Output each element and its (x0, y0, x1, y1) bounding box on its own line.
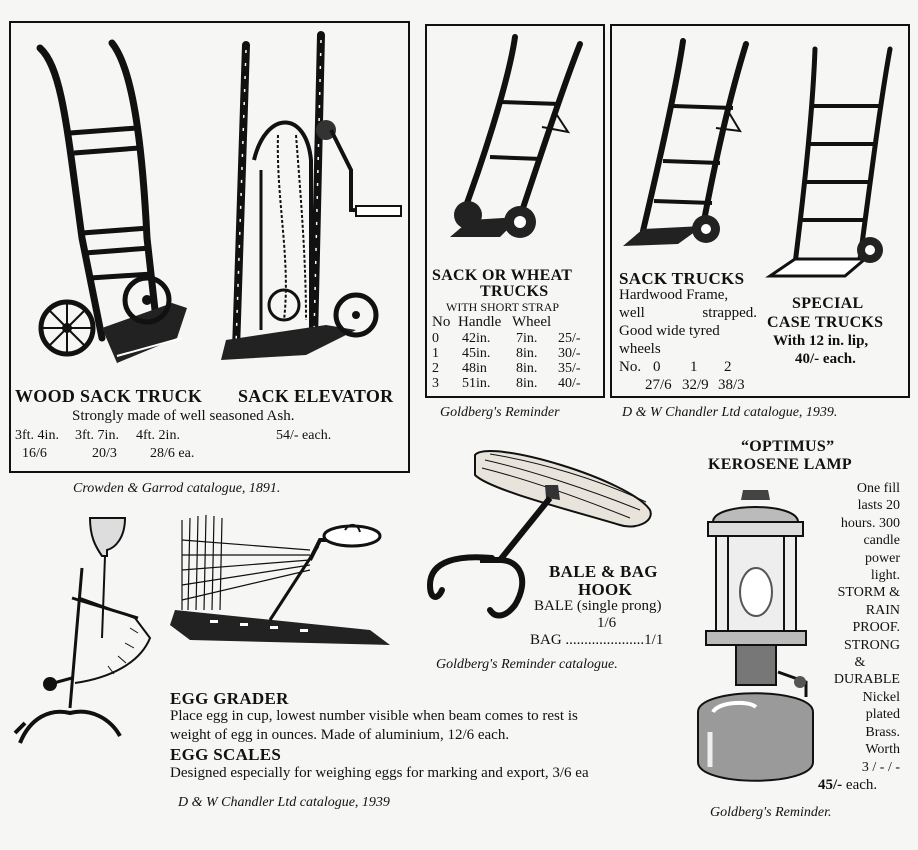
price-2: 20/3 (92, 446, 117, 461)
lamp-price: 45/- each. (818, 777, 878, 793)
size-3: 4ft. 2in. (136, 428, 180, 443)
sack-trucks-desc-3: Good wide tyred (619, 323, 720, 339)
sack-wheat-truck-illustration (450, 34, 583, 238)
lamp-description: One fill lasts 20 hours. 300 candle powe… (833, 481, 900, 775)
sack-truck-description: Strongly made of well seasoned Ash. (72, 408, 295, 424)
egg-grader-desc-1: Place egg in cup, lowest number visible … (170, 708, 578, 724)
sack-truck-illustration (623, 38, 749, 246)
caption-goldbergs-reminder-1: Goldberg's Reminder (440, 405, 560, 420)
panel-sack-wheat-trucks (425, 24, 605, 398)
special-case-desc: With 12 in. lip, (773, 333, 869, 349)
table-header-no: No (432, 314, 451, 330)
egg-grader-title: EGG GRADER (170, 689, 289, 708)
special-case-truck-illustration (765, 46, 893, 278)
sack-trucks-price-2: 38/3 (718, 377, 745, 393)
egg-scales-desc: Designed especially for weighing eggs fo… (170, 765, 589, 781)
wood-sack-truck-illustration (36, 39, 187, 363)
hook-bale-line: BALE (single prong) (534, 598, 662, 614)
sack-trucks-price-1: 32/9 (682, 377, 709, 393)
sack-trucks-no-label: No. (619, 359, 642, 375)
sack-trucks-desc-2: well strapped. (619, 305, 757, 321)
hook-title-2: HOOK (578, 580, 633, 599)
hook-bag-line: BAG .....................1/1 (530, 632, 664, 648)
sack-trucks-desc-4: wheels (619, 341, 661, 357)
sack-trucks-num-2: 2 (724, 359, 732, 375)
sack-trucks-price-0: 27/6 (645, 377, 672, 393)
lamp-title: “OPTIMUS” (741, 438, 835, 455)
short-strap-note: WITH SHORT STRAP (446, 300, 560, 314)
special-case-title-2: CASE TRUCKS (767, 314, 884, 331)
price-1: 16/6 (22, 446, 47, 461)
price-3: 28/6 ea. (150, 446, 195, 461)
sack-trucks-num-0: 0 (653, 359, 661, 375)
caption-crowden-garrod: Crowden & Garrod catalogue, 1891. (73, 481, 281, 496)
hook-bale-price: 1/6 (597, 615, 617, 631)
size-1: 3ft. 4in. (15, 428, 59, 443)
bale-bag-hook-illustration (426, 450, 652, 619)
egg-scales-title: EGG SCALES (170, 745, 282, 764)
caption-goldbergs-catalogue: Goldberg's Reminder catalogue. (436, 657, 618, 672)
lamp-title-2: KEROSENE LAMP (708, 456, 852, 473)
special-case-title: SPECIAL (792, 295, 864, 312)
egg-grader-illustration (13, 517, 152, 744)
caption-chandler-1939: D & W Chandler Ltd catalogue, 1939. (622, 405, 838, 420)
sack-trucks-title: SACK TRUCKS (619, 269, 745, 288)
caption-goldbergs-reminder-2: Goldberg's Reminder. (710, 805, 832, 820)
panel-sack-case-trucks (610, 24, 910, 398)
caption-chandler-egg: D & W Chandler Ltd catalogue, 1939 (178, 795, 390, 810)
sack-elevator-illustration (221, 31, 402, 360)
table-header-handle: Handle (458, 314, 502, 330)
wood-sack-truck-title: WOOD SACK TRUCK (15, 386, 203, 406)
sack-trucks-desc-1: Hardwood Frame, (619, 287, 729, 303)
egg-scales-illustration (170, 514, 390, 645)
sack-wheat-title: SACK OR WHEAT (432, 267, 573, 284)
hook-title: BALE & BAG (549, 562, 658, 581)
table-header-wheel: Wheel (512, 314, 552, 330)
kerosene-lamp-illustration (697, 490, 814, 782)
elevator-price: 54/- each. (276, 428, 332, 443)
sack-trucks-num-1: 1 (690, 359, 698, 375)
sack-wheat-title-2: TRUCKS (480, 283, 549, 300)
sack-elevator-title: SACK ELEVATOR (238, 386, 394, 406)
panel-sack-truck-elevator (9, 21, 410, 473)
special-case-price: 40/- each. (795, 351, 856, 367)
size-2: 3ft. 7in. (75, 428, 119, 443)
egg-grader-desc-2: weight of egg in ounces. Made of alumini… (170, 727, 510, 743)
